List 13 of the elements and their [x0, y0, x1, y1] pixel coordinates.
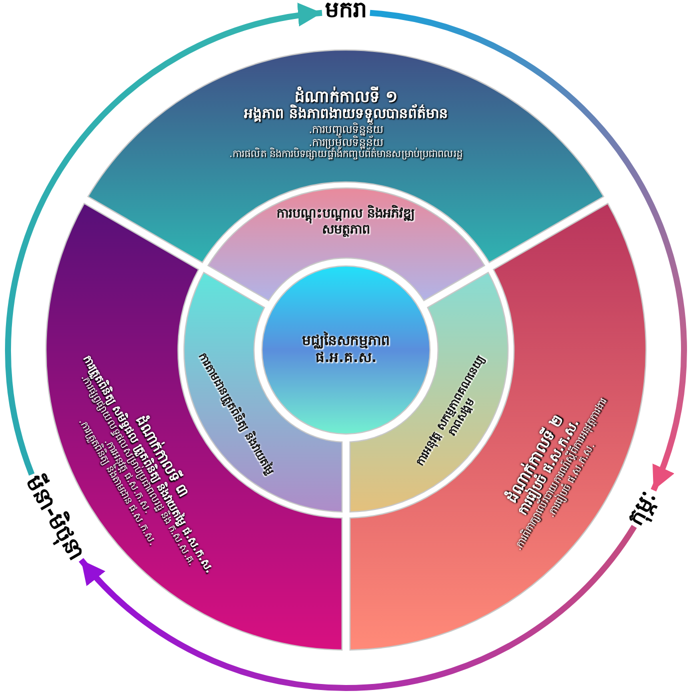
bullet-item: .ការបញ្ចូលទិន្នន័យ — [308, 122, 384, 136]
bullet-item: .ការប្រមូលទិន្នន័យ — [308, 136, 384, 150]
segment-label: ការបណ្តុះបណ្តាល និងអភិវឌ្ឍសមត្ថភាព — [276, 206, 416, 238]
month-label: មករា — [325, 0, 367, 28]
center-label: មជ្ឈនៃសកម្មភាព — [301, 333, 391, 350]
month-label: កុម្ភៈ — [622, 486, 667, 532]
cycle-arrow — [5, 4, 322, 476]
center-label: ផ.អ.គ.ស. — [314, 350, 378, 367]
stage-title: ដំណាក់កាលទី ១ — [294, 86, 398, 106]
cycle-arrow — [78, 524, 637, 691]
stage-subtitle: អង្គភាព និងភាពងាយទទួលបានព័ត៌មាន — [243, 106, 449, 123]
bullet-item: .ការផលិត និងការបិទផ្សាយផ្ទាំងកញ្ចប់ព័ត៌មានសម្រាប់ប្រជាពលរដ្ឋ — [228, 149, 464, 162]
cycle-arrow — [370, 10, 687, 492]
